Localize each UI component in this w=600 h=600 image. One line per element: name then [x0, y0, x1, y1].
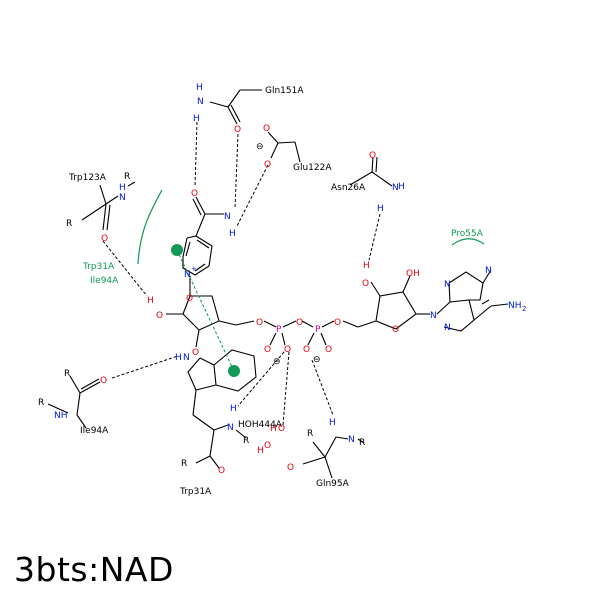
- svg-text:NH: NH: [54, 411, 68, 421]
- residue-label-ile94-hydrophobic: Ile94A: [90, 276, 119, 286]
- svg-text:O: O: [278, 424, 285, 434]
- svg-text:R: R: [64, 369, 70, 379]
- svg-text:H: H: [193, 114, 200, 124]
- svg-text:N: N: [348, 435, 355, 445]
- svg-text:⊖: ⊖: [273, 357, 281, 367]
- svg-text:H: H: [229, 229, 236, 239]
- svg-text:H: H: [363, 261, 370, 271]
- svg-text:O: O: [392, 325, 399, 335]
- svg-text:H: H: [147, 296, 154, 306]
- water-label: HOH444A: [238, 420, 283, 430]
- svg-text:H: H: [196, 83, 203, 93]
- svg-text:⊖: ⊖: [313, 355, 321, 365]
- hydrogen-bonds: [102, 121, 381, 426]
- svg-text:N: N: [119, 193, 126, 203]
- svg-text:N: N: [430, 311, 437, 321]
- svg-text:R: R: [359, 438, 365, 448]
- hydrophobic-contacts: [137, 189, 485, 265]
- svg-text:N: N: [392, 183, 399, 193]
- ligand-bonds: [47, 89, 509, 479]
- svg-text:H: H: [230, 404, 237, 414]
- svg-text:+: +: [191, 265, 197, 273]
- svg-text:O: O: [263, 124, 270, 134]
- svg-text:O: O: [264, 160, 271, 170]
- pi-stacking: [171, 244, 240, 377]
- svg-text:H: H: [398, 182, 405, 192]
- svg-text:O: O: [191, 189, 198, 199]
- svg-text:N: N: [224, 212, 231, 222]
- svg-text:O: O: [284, 345, 291, 355]
- svg-text:N: N: [444, 323, 451, 333]
- svg-text:O: O: [264, 345, 271, 355]
- residue-label-trp31: Trp31A: [179, 487, 212, 497]
- svg-text:O: O: [325, 345, 332, 355]
- svg-text:H: H: [257, 446, 264, 456]
- svg-text:O: O: [362, 279, 369, 289]
- residue-label-ile94: Ile94A: [80, 426, 109, 436]
- svg-text:H: H: [175, 353, 182, 363]
- svg-text:N: N: [197, 97, 204, 107]
- svg-text:O: O: [186, 294, 193, 304]
- svg-text:H: H: [119, 183, 126, 193]
- residue-label-pro55: Pro55A: [451, 229, 484, 239]
- svg-text:N: N: [227, 423, 234, 433]
- residue-label-glu122: Glu122A: [293, 163, 332, 173]
- svg-text:R: R: [243, 436, 249, 446]
- svg-text:N: N: [183, 353, 190, 363]
- residue-labels: Gln151A Glu122A Asn26A Trp123A Pro55A Tr…: [68, 86, 484, 497]
- svg-text:N: N: [444, 280, 451, 290]
- svg-text:O: O: [303, 345, 310, 355]
- svg-text:H: H: [377, 204, 384, 214]
- svg-text:O: O: [156, 311, 163, 321]
- svg-text:H: H: [270, 424, 277, 434]
- svg-text:⊖: ⊖: [256, 142, 264, 152]
- svg-text:O: O: [101, 234, 108, 244]
- svg-text:N: N: [184, 270, 191, 280]
- svg-text:OH: OH: [406, 269, 420, 279]
- residue-label-asn26: Asn26A: [331, 183, 366, 193]
- svg-text:O: O: [287, 463, 294, 473]
- ring-centroid: [228, 365, 240, 377]
- residue-label-gln95: Gln95A: [316, 479, 350, 489]
- svg-text:O: O: [256, 318, 263, 328]
- svg-text:P: P: [276, 325, 282, 335]
- svg-text:2: 2: [522, 305, 526, 313]
- svg-text:R: R: [124, 172, 130, 182]
- svg-text:NH: NH: [508, 301, 522, 311]
- residue-label-trp123: Trp123A: [68, 173, 107, 183]
- svg-text:O: O: [334, 318, 341, 328]
- residue-label-gln151: Gln151A: [265, 86, 304, 96]
- ring-centroid: [171, 244, 183, 256]
- residue-label-trp31-hydrophobic: Trp31A: [82, 262, 115, 272]
- svg-text:O: O: [234, 125, 241, 135]
- svg-text:R: R: [307, 429, 313, 439]
- svg-text:O: O: [264, 441, 271, 451]
- atom-labels: N+ O N H O O H O O P O P O O O O O ⊖ ⊖ O…: [38, 83, 526, 476]
- svg-text:O: O: [100, 376, 107, 386]
- svg-text:P: P: [315, 325, 321, 335]
- svg-text:N: N: [485, 266, 492, 276]
- svg-text:O: O: [192, 348, 199, 358]
- svg-text:R: R: [38, 398, 44, 408]
- svg-text:R: R: [66, 219, 72, 229]
- svg-text:O: O: [296, 318, 303, 328]
- svg-text:R: R: [181, 459, 187, 469]
- svg-text:O: O: [369, 151, 376, 161]
- svg-text:H: H: [329, 418, 336, 428]
- ligand-caption: 3bts:NAD: [14, 550, 174, 589]
- svg-text:O: O: [218, 466, 225, 476]
